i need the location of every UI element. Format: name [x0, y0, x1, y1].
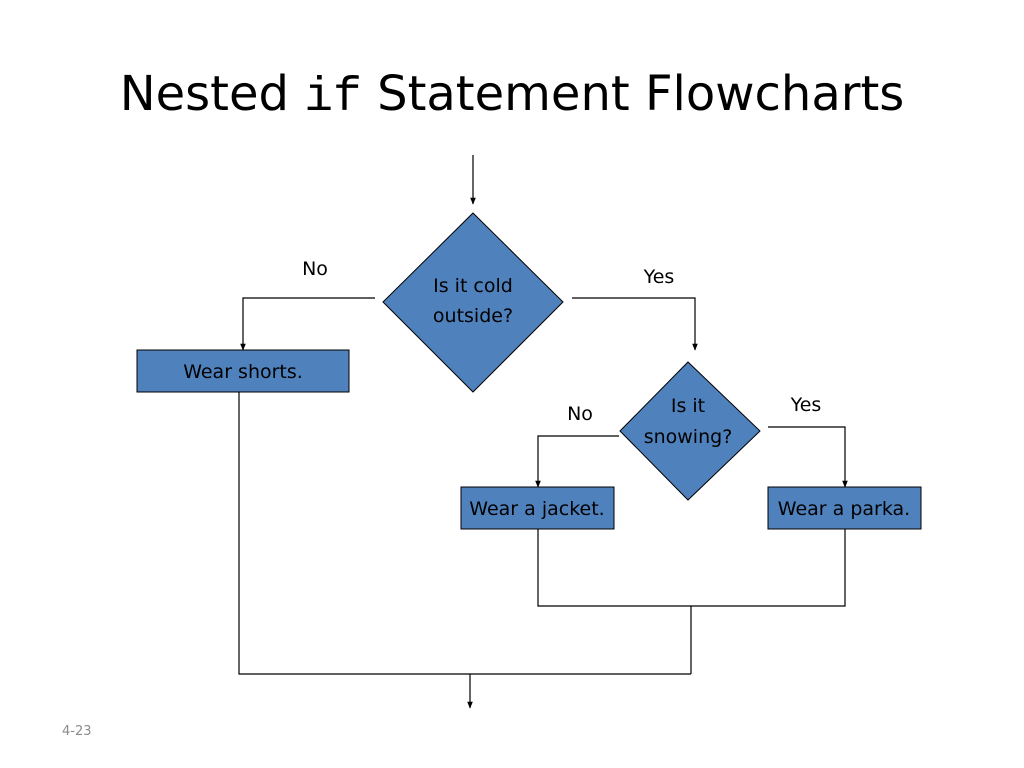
edge-snowing-yes-to-parka [768, 426, 848, 488]
edge-label-cold-no: No [302, 258, 328, 280]
edge-cold-yes-to-snowing [572, 297, 698, 351]
connectors [238, 155, 848, 709]
edge-label-cold-yes: Yes [643, 266, 675, 288]
edge-label-snowing-no: No [567, 403, 593, 425]
node-label-parka: Wear a parka. [778, 498, 910, 520]
title-text-before: Nested [119, 66, 289, 122]
edge-snowing-no-to-jacket [535, 435, 619, 488]
edge-shorts-to-end [238, 392, 691, 675]
edge-cold-no-to-shorts [240, 297, 375, 351]
slide-number: 4-23 [62, 724, 92, 739]
edge-jacket-parka-merge [537, 529, 846, 607]
node-label-jacket: Wear a jacket. [469, 498, 604, 520]
slide-title: Nested if Statement Flowcharts [0, 58, 1024, 134]
process-box-parka [767, 486, 922, 530]
node-label-cold-line1: Is it cold [433, 275, 513, 297]
decision-node-cold-outside: Is it cold outside? [382, 212, 564, 393]
process-node-parka: Wear a parka. [767, 486, 922, 530]
edge-label-snowing-yes: Yes [790, 394, 822, 416]
decision-diamond-cold [382, 212, 564, 393]
decision-diamond-snowing [619, 361, 761, 501]
decision-node-snowing: Is it snowing? [619, 361, 761, 501]
process-box-jacket [460, 486, 615, 530]
title-text-after: Statement Flowcharts [377, 66, 905, 122]
process-node-shorts: Wear shorts. [136, 349, 350, 393]
process-node-jacket: Wear a jacket. [460, 486, 615, 530]
node-label-snowing-line1: Is it [671, 395, 705, 417]
node-label-snowing-line2: snowing? [644, 426, 733, 448]
process-box-shorts [136, 349, 350, 393]
node-label-cold-line2: outside? [433, 305, 513, 327]
node-label-shorts: Wear shorts. [183, 361, 303, 383]
edge-labels: No Yes No Yes [302, 258, 821, 425]
title-code-keyword: if [304, 71, 362, 125]
